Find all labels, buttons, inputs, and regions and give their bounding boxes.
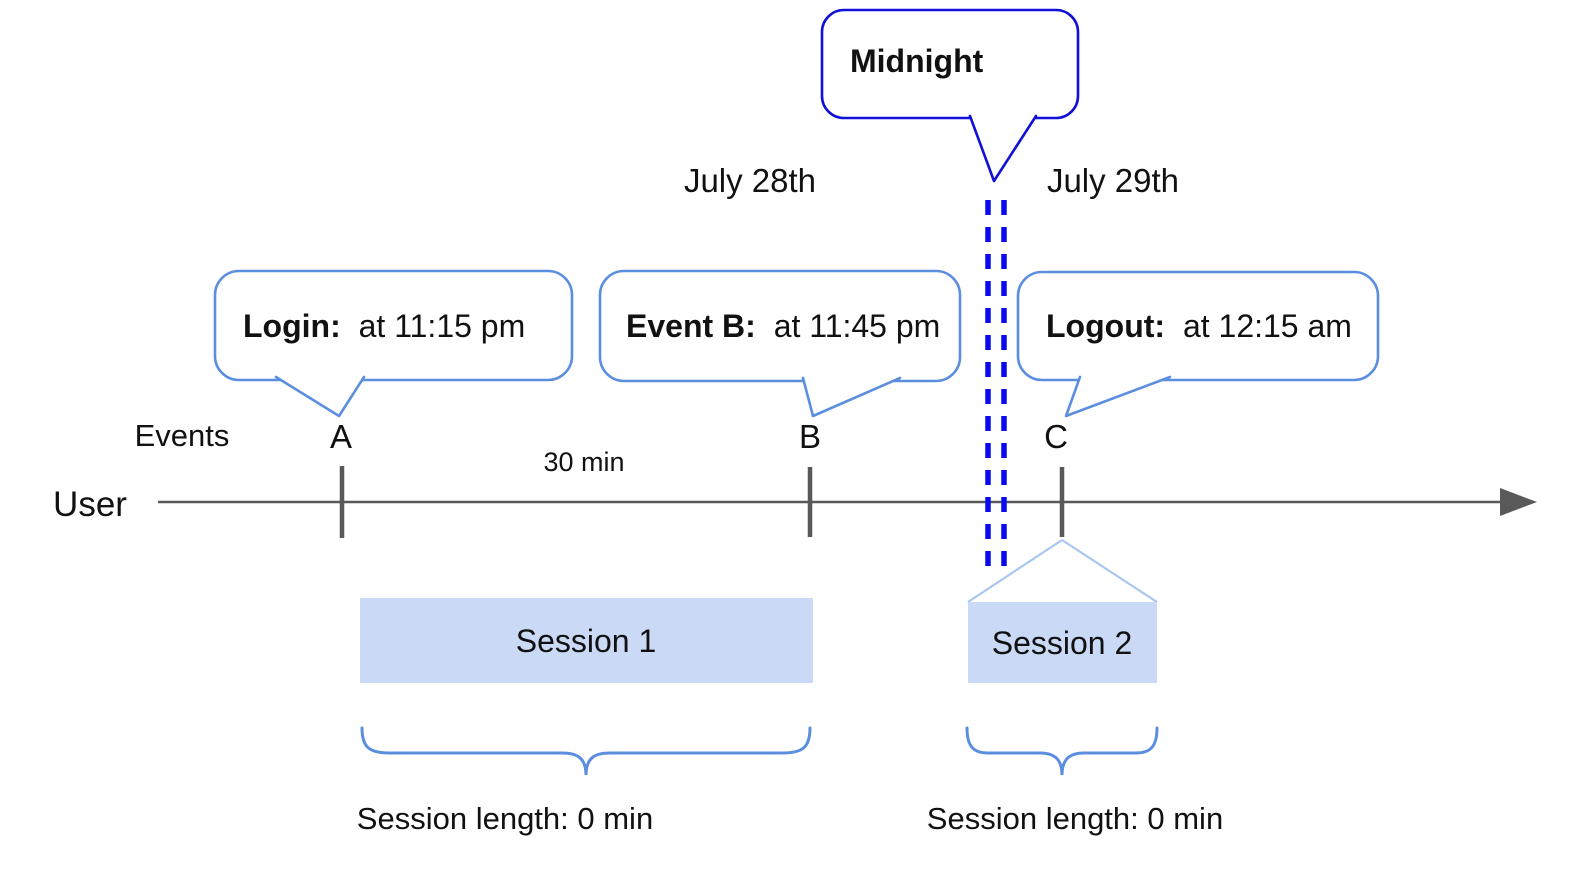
midnight-callout: Midnight	[820, 8, 1080, 183]
login-text: Login: at 11:15 pm	[243, 308, 525, 344]
login-callout: Login: at 11:15 pm	[213, 269, 574, 418]
session1-brace	[360, 726, 812, 776]
session1-length-label: Session length: 0 min	[357, 801, 653, 836]
event-c-marker: C	[1044, 418, 1068, 455]
login-label: Login:	[243, 308, 341, 344]
session1-block: Session 1	[360, 598, 813, 683]
midnight-bubble-tail	[968, 114, 1038, 183]
session2-brace	[965, 726, 1159, 776]
event-b-text: Event B: at 11:45 pm	[626, 308, 940, 344]
midnight-label: Midnight	[850, 43, 984, 79]
event-b-bubble	[598, 269, 962, 383]
login-bubble	[213, 269, 574, 382]
event-b-marker: B	[799, 418, 821, 455]
events-row-label: Events	[135, 418, 230, 453]
session1-label: Session 1	[516, 623, 657, 659]
logout-bubble	[1016, 270, 1380, 382]
date-july-29-label: July 29th	[1047, 162, 1179, 199]
session1-box	[360, 598, 813, 683]
event-b-bubble-tail	[801, 376, 902, 418]
timeline-arrowhead-icon	[1500, 488, 1537, 516]
logout-bubble-tail	[1064, 375, 1172, 418]
date-july-28-label: July 28th	[684, 162, 816, 199]
logout-text: Logout: at 12:15 am	[1046, 308, 1352, 344]
session2-label: Session 2	[992, 625, 1133, 661]
logout-label: Logout:	[1046, 308, 1165, 344]
session2-block: Session 2	[968, 602, 1157, 683]
event-b-time: at 11:45 pm	[774, 308, 941, 344]
login-bubble-tail	[274, 375, 366, 418]
session2-box	[968, 602, 1157, 683]
event-b-label: Event B:	[626, 308, 756, 344]
user-row-label: User	[53, 485, 127, 524]
interval-30min-label: 30 min	[543, 447, 624, 477]
midnight-bubble	[820, 8, 1080, 120]
logout-time: at 12:15 am	[1183, 308, 1352, 344]
session2-length-label: Session length: 0 min	[927, 801, 1223, 836]
event-a-marker: A	[330, 418, 352, 455]
session2-connector-lines	[967, 539, 1158, 603]
login-time: at 11:15 pm	[359, 308, 526, 344]
logout-callout: Logout: at 12:15 am	[1016, 270, 1380, 418]
event-b-callout: Event B: at 11:45 pm	[598, 269, 962, 418]
